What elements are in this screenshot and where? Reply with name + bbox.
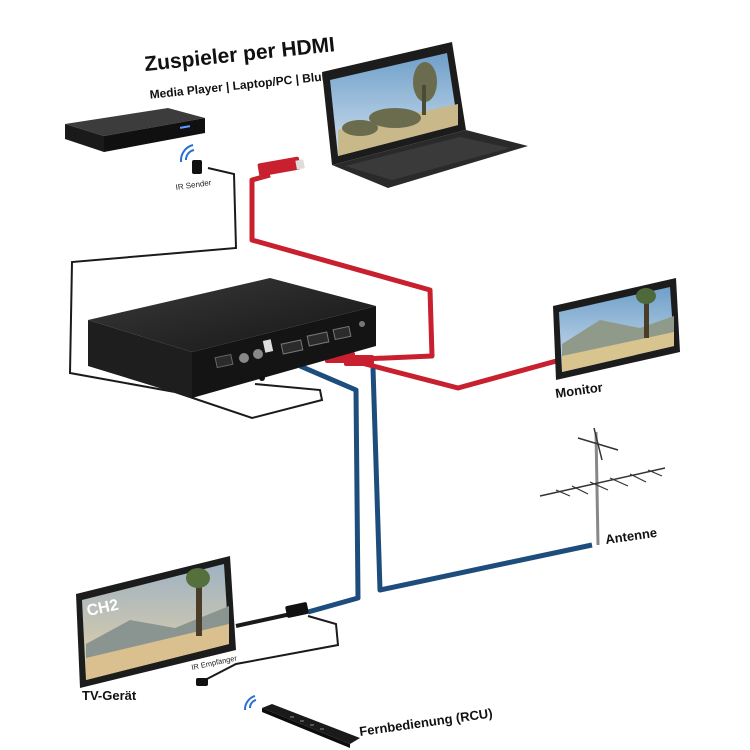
hdmi-connector-laptop bbox=[257, 156, 305, 177]
tv-label: TV-Gerät bbox=[82, 688, 137, 703]
wireless-signal-icon bbox=[244, 695, 257, 711]
box-ports bbox=[214, 321, 365, 381]
ir-sender: IR Sender bbox=[175, 144, 212, 192]
hdmi-laptop-cable bbox=[249, 172, 435, 363]
wireless-signal-icon bbox=[179, 144, 195, 163]
antenna bbox=[539, 427, 666, 546]
hdmi-monitor-cable bbox=[349, 357, 561, 391]
monitor: Monitor bbox=[553, 278, 680, 401]
media-player bbox=[65, 108, 205, 152]
monitor-label: Monitor bbox=[554, 379, 603, 400]
laptop bbox=[322, 42, 528, 188]
modulator-box bbox=[88, 278, 376, 398]
tv-channel-text: CH2 bbox=[85, 597, 120, 620]
ir-sender-cable bbox=[68, 167, 324, 420]
page-title: Zuspieler per HDMI bbox=[143, 33, 336, 76]
remote-control: Fernbedienung (RCU) bbox=[244, 695, 493, 748]
coax-antenna-cable bbox=[370, 367, 593, 593]
remote-label: Fernbedienung (RCU) bbox=[358, 705, 493, 739]
coax-tv-cable bbox=[299, 363, 361, 615]
ir-receiver-cable bbox=[204, 615, 340, 681]
tv: CH2 TV-Gerät bbox=[76, 556, 236, 703]
antenna-label: Antenne bbox=[604, 525, 658, 547]
coax-connector bbox=[285, 602, 309, 618]
ir-sender-label: IR Sender bbox=[175, 178, 212, 192]
